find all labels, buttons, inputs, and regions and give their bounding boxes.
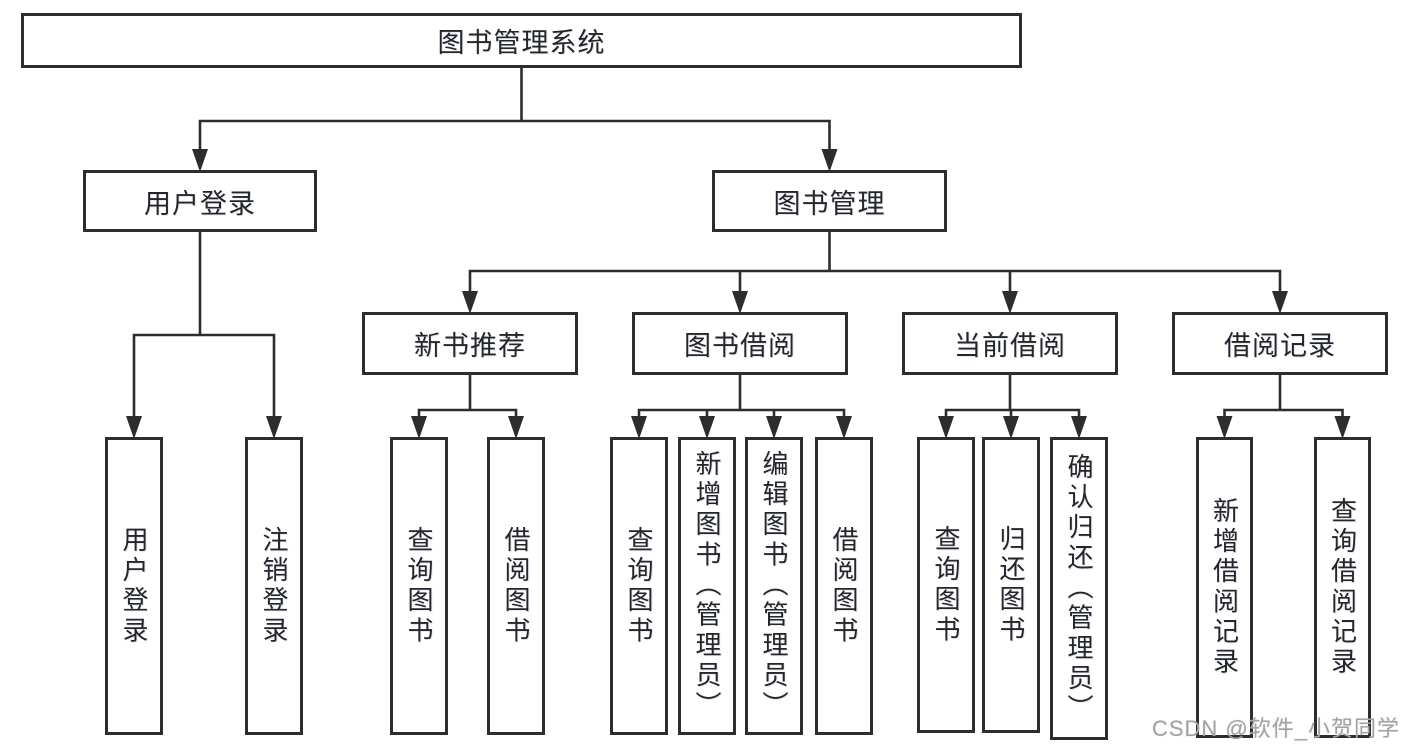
node-label: 新书推荐 <box>414 331 526 361</box>
arrowhead-icon <box>192 149 208 172</box>
node-label: 归还图书 <box>996 524 1026 646</box>
node-label: 编辑图书（管理员） <box>759 450 789 722</box>
node-leaf-borrow-book-1: 借阅图书 <box>487 437 545 735</box>
arrowhead-icon <box>1272 291 1288 314</box>
arrowhead-icon <box>1071 416 1087 439</box>
arrowhead-icon <box>938 416 954 439</box>
node-leaf-confirm-return: 确认归还（管理员） <box>1050 437 1108 740</box>
connector-new-book-rec <box>417 373 518 423</box>
node-leaf-return-book: 归还图书 <box>982 437 1040 733</box>
arrowhead-icon <box>821 149 838 172</box>
node-label: 借阅图书 <box>829 525 859 647</box>
arrowhead-icon <box>411 416 427 439</box>
arrowhead-icon <box>766 416 782 439</box>
node-label: 注销登录 <box>259 525 289 647</box>
arrowhead-icon <box>462 291 478 314</box>
arrowhead-icon <box>631 416 647 439</box>
arrowhead-icon <box>126 416 142 439</box>
node-leaf-query-book-2: 查询图书 <box>610 437 668 735</box>
node-book-borrow: 图书借阅 <box>632 312 848 375</box>
node-label: 查询图书 <box>624 525 654 647</box>
arrowhead-icon <box>1216 416 1233 439</box>
arrowhead-icon <box>836 416 852 439</box>
node-new-book-rec: 新书推荐 <box>362 312 578 375</box>
node-label: 图书管理系统 <box>437 28 606 58</box>
arrowhead-icon <box>1334 416 1351 439</box>
connector-user-login <box>132 230 276 423</box>
node-book-mgmt: 图书管理 <box>712 170 947 232</box>
node-label: 查询图书 <box>404 525 434 647</box>
node-leaf-user-login: 用户登录 <box>105 437 163 735</box>
node-leaf-borrow-book-2: 借阅图书 <box>815 437 873 735</box>
node-label: 借阅图书 <box>501 525 531 647</box>
node-borrow-record: 借阅记录 <box>1172 312 1388 375</box>
connector-book-mgmt <box>468 230 1282 298</box>
node-label: 图书管理 <box>773 188 886 219</box>
node-root: 图书管理系统 <box>21 13 1022 68</box>
node-leaf-query-book-1: 查询图书 <box>390 437 448 735</box>
node-label: 查询图书 <box>931 524 961 646</box>
node-leaf-add-record: 新增借阅记录 <box>1196 437 1253 738</box>
node-label: 图书借阅 <box>684 331 796 361</box>
watermark: CSDN @软件_小贺同学 <box>1151 716 1400 741</box>
node-user-login: 用户登录 <box>83 170 317 232</box>
node-label: 用户登录 <box>144 188 256 219</box>
node-leaf-query-record: 查询借阅记录 <box>1314 437 1371 738</box>
node-leaf-logout: 注销登录 <box>245 437 303 735</box>
arrowhead-icon <box>1003 416 1019 439</box>
node-label: 确认归还（管理员） <box>1064 452 1094 725</box>
arrowhead-icon <box>1002 291 1018 314</box>
node-label: 借阅记录 <box>1224 331 1336 361</box>
node-leaf-edit-book: 编辑图书（管理员） <box>745 437 803 735</box>
node-label: 新增借阅记录 <box>1209 497 1240 678</box>
connector-borrow-record <box>1223 373 1344 423</box>
arrowhead-icon <box>266 416 282 439</box>
node-current-borrow: 当前借阅 <box>902 312 1118 375</box>
connector-current-borrow <box>944 373 1081 423</box>
node-leaf-add-book: 新增图书（管理员） <box>678 437 736 735</box>
node-label: 当前借阅 <box>954 331 1066 361</box>
arrowhead-icon <box>508 416 524 439</box>
arrowhead-icon <box>699 416 715 439</box>
connector-root <box>198 66 831 156</box>
node-label: 新增图书（管理员） <box>692 450 722 722</box>
node-label: 用户登录 <box>119 525 149 647</box>
connector-book-borrow <box>637 373 846 423</box>
node-leaf-query-book-3: 查询图书 <box>917 437 975 733</box>
arrowhead-icon <box>732 291 748 314</box>
node-label: 查询借阅记录 <box>1327 497 1358 678</box>
